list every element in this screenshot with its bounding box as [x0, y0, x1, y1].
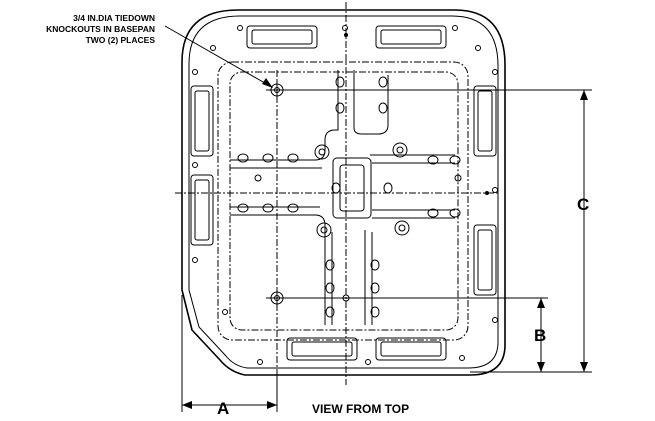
top-right-handle-slot	[375, 25, 447, 49]
right-reference-dot	[485, 191, 489, 195]
note-line-2: KNOCKOUTS IN BASEPAN	[46, 24, 155, 34]
left-lower-handle-slot-inner	[194, 179, 210, 241]
dim-b-arrow-bottom	[537, 362, 545, 372]
top-left-handle-slot-inner	[251, 29, 313, 45]
bottom-right-handle-slot	[375, 337, 447, 361]
center-cross-rails	[230, 70, 455, 325]
dim-c-arrow-top	[580, 90, 588, 100]
top-reference-dot	[344, 33, 348, 37]
right-upper-handle-slot	[473, 85, 497, 157]
note-leader-arrowhead	[262, 78, 273, 88]
bottom-left-handle-slot	[286, 337, 358, 361]
note-leader-line	[164, 25, 271, 87]
bottom-left-handle-slot-inner	[291, 341, 353, 357]
view-caption: VIEW FROM TOP	[312, 402, 409, 416]
inner-frame-dashed	[217, 61, 469, 341]
dim-a-arrow-left	[182, 401, 192, 409]
basepan-inner-outline	[188, 15, 499, 369]
dim-a-arrow-right	[267, 401, 277, 409]
top-left-handle-slot	[246, 25, 318, 49]
left-upper-handle-slot	[190, 85, 214, 157]
dim-c-arrow-bottom	[580, 362, 588, 372]
left-upper-handle-slot-inner	[194, 90, 210, 152]
inner-frame-dashed-2	[229, 71, 459, 331]
dim-c-label: C	[577, 195, 589, 214]
bottom-right-handle-slot-inner	[380, 341, 442, 357]
right-lower-handle-slot-inner	[477, 229, 493, 291]
left-lower-handle-slot	[190, 174, 214, 246]
right-upper-handle-slot-inner	[477, 90, 493, 152]
note-line-3: TWO (2) PLACES	[86, 35, 156, 45]
top-right-handle-slot-inner	[380, 29, 442, 45]
dim-a-label: A	[217, 399, 229, 418]
perimeter-holes	[192, 25, 498, 365]
right-lower-handle-slot	[473, 224, 497, 296]
dim-b-arrow-top	[537, 298, 545, 308]
dim-b-label: B	[534, 326, 546, 345]
rail-grommets	[237, 76, 462, 318]
note-line-1: 3/4 IN.DIA TIEDOWN	[73, 13, 155, 23]
corner-fittings	[314, 142, 410, 238]
